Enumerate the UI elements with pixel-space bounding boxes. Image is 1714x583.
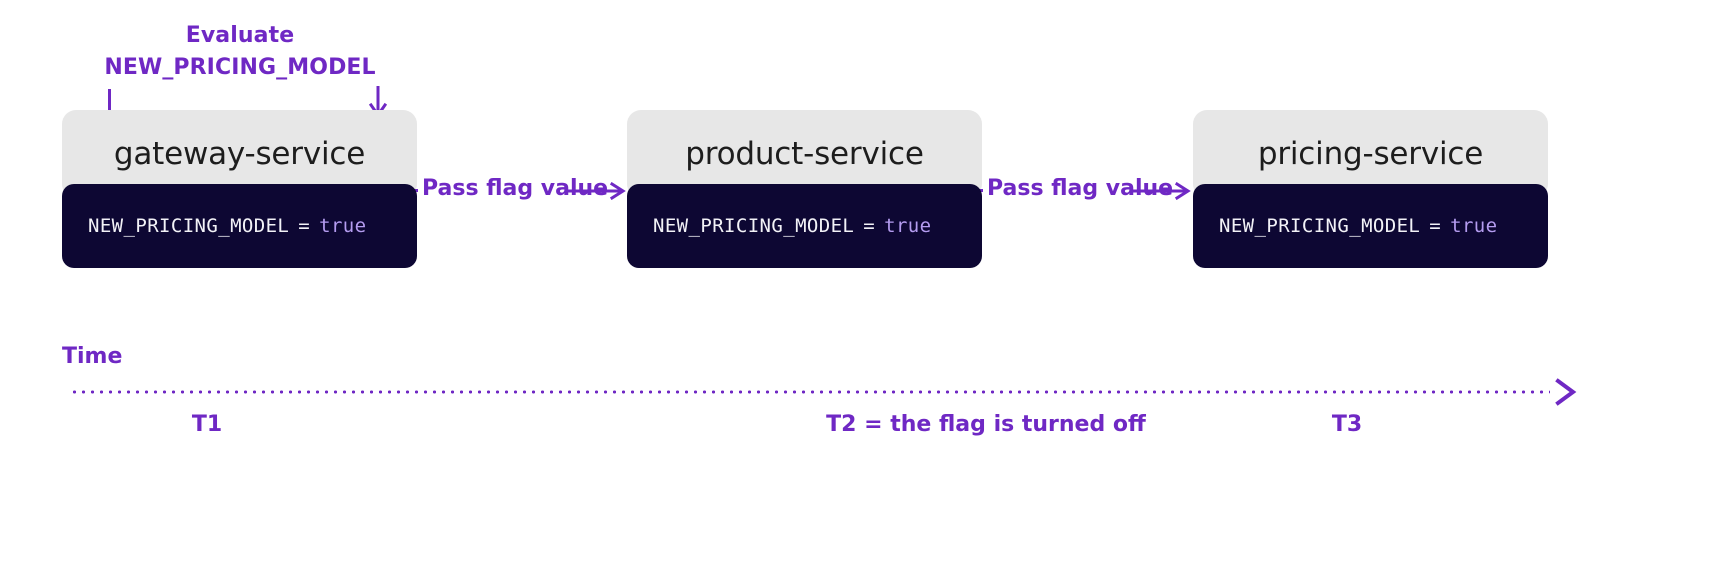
flag-value-text: true — [319, 215, 367, 237]
timeline-title: Time — [62, 344, 123, 369]
service-card-gateway: gateway-service NEW_PRICING_MODEL = true — [62, 110, 417, 268]
service-flag-code-block: NEW_PRICING_MODEL = true — [62, 184, 417, 268]
service-name-label: gateway-service — [62, 110, 417, 198]
flag-key-text: NEW_PRICING_MODEL — [88, 215, 290, 237]
flag-equals-text: = — [863, 215, 876, 237]
timeline-dotted-axis — [70, 390, 1550, 394]
timeline-tick-t2: T2 = the flag is turned off — [826, 412, 1146, 437]
service-card-pricing: pricing-service NEW_PRICING_MODEL = true — [1193, 110, 1548, 268]
service-name-label: pricing-service — [1193, 110, 1548, 198]
evaluate-annotation: Evaluate NEW_PRICING_MODEL — [60, 20, 420, 84]
flag-value-text: true — [884, 215, 932, 237]
timeline-arrow-icon — [1548, 378, 1582, 406]
flag-value-text: true — [1450, 215, 1498, 237]
flag-key-text: NEW_PRICING_MODEL — [653, 215, 855, 237]
timeline-tick-t3: T3 — [1331, 412, 1363, 437]
arrow-right-icon — [1133, 181, 1193, 201]
service-name-label: product-service — [627, 110, 982, 198]
service-card-product: product-service NEW_PRICING_MODEL = true — [627, 110, 982, 268]
timeline-tick-t1: T1 — [191, 412, 223, 437]
evaluate-annotation-line2: NEW_PRICING_MODEL — [104, 54, 376, 80]
service-flag-code-block: NEW_PRICING_MODEL = true — [627, 184, 982, 268]
connector-label: Pass flag value — [987, 176, 1174, 201]
connector-label: Pass flag value — [422, 176, 609, 201]
flag-key-text: NEW_PRICING_MODEL — [1219, 215, 1421, 237]
connector-product-to-pricing: Pass flag value — [953, 176, 1193, 206]
service-flag-code-block: NEW_PRICING_MODEL = true — [1193, 184, 1548, 268]
evaluate-tick-mark — [108, 89, 111, 115]
flag-equals-text: = — [298, 215, 311, 237]
evaluate-annotation-line1: Evaluate — [185, 23, 295, 48]
flag-equals-text: = — [1429, 215, 1442, 237]
arrow-right-icon — [568, 181, 628, 201]
connector-gateway-to-product: Pass flag value — [388, 176, 628, 206]
